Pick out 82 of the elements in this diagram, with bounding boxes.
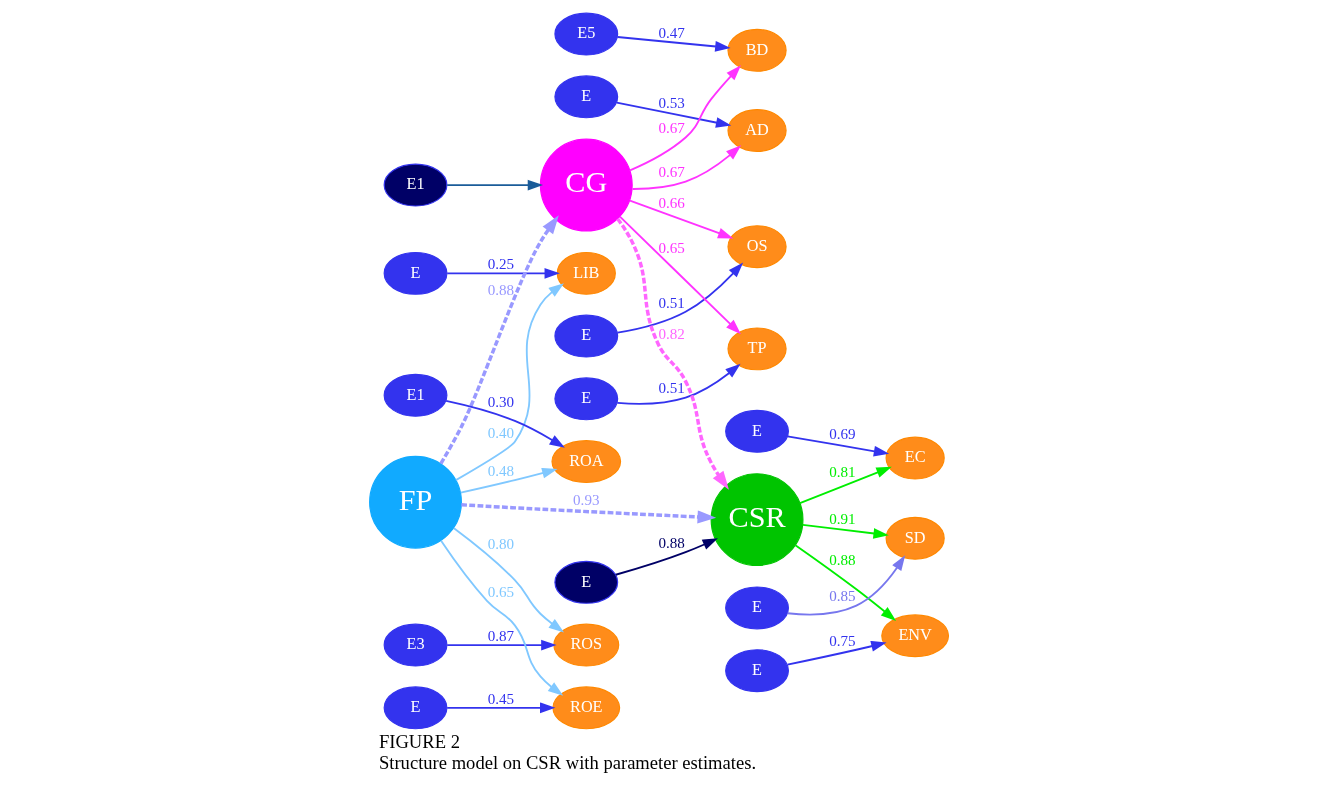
node-ellipse: EC xyxy=(885,436,945,480)
node-ellipse: E xyxy=(383,251,447,295)
node-circle: CSR xyxy=(710,473,803,567)
edge-label: 0.51 xyxy=(657,294,685,311)
node-ellipse: ROS xyxy=(552,623,619,667)
node-ellipse: ROE xyxy=(551,686,620,730)
edge-label: 0.45 xyxy=(487,690,514,707)
node-ellipse: SD xyxy=(885,516,945,560)
edge-label: 0.48 xyxy=(487,462,514,479)
arrow xyxy=(628,65,741,172)
node-ellipse: E xyxy=(724,649,789,693)
node-ellipse: E xyxy=(724,586,789,630)
node-circle: CG xyxy=(539,138,633,232)
arrow xyxy=(614,538,718,576)
node-ellipse: E1 xyxy=(383,163,447,207)
arrow xyxy=(454,283,564,482)
arrow xyxy=(794,544,896,621)
arrow xyxy=(615,101,731,128)
diagram-title: FIGURE 2 xyxy=(378,731,460,753)
arrow xyxy=(628,199,733,239)
edge-label: 0.87 xyxy=(487,627,514,644)
node-ellipse: AD xyxy=(726,109,787,152)
arrow xyxy=(631,145,741,190)
edge-label: 0.67 xyxy=(657,120,685,137)
edge-label: 0.81 xyxy=(828,464,856,481)
edge-label: 0.30 xyxy=(487,394,514,411)
node-ellipse: LIB xyxy=(556,251,616,295)
edge-label: 0.47 xyxy=(657,25,685,42)
edge-label: 0.88 xyxy=(657,534,685,551)
edge-label: 0.88 xyxy=(828,552,856,569)
edge-label: 0.65 xyxy=(657,239,685,256)
arrow xyxy=(615,363,741,405)
node-circle: FP xyxy=(368,455,462,549)
node-ellipse: E xyxy=(553,560,618,604)
arrow xyxy=(618,215,741,335)
node-ellipse: E xyxy=(553,75,618,119)
node-ellipse: E xyxy=(383,686,447,730)
edge-label: 0.85 xyxy=(828,588,856,605)
arrow xyxy=(460,503,716,524)
edge-label: 0.67 xyxy=(657,164,685,181)
arrow xyxy=(445,179,543,191)
arrow xyxy=(445,268,560,279)
arrow xyxy=(445,639,557,651)
arrow xyxy=(786,640,887,666)
edge-label: 0.51 xyxy=(657,380,685,397)
arrow xyxy=(459,467,557,494)
node-ellipse: ENV xyxy=(880,614,949,658)
edge-label: 0.88 xyxy=(487,281,514,298)
arrow xyxy=(452,527,564,633)
node-ellipse: TP xyxy=(726,327,787,371)
edge-label: 0.93 xyxy=(572,492,599,508)
edge-label: 0.80 xyxy=(487,536,514,553)
edge-label: 0.66 xyxy=(657,194,685,211)
arrow xyxy=(615,217,729,490)
edge-label: 0.53 xyxy=(657,94,685,111)
arrow xyxy=(444,399,565,448)
edge-label: 0.65 xyxy=(487,583,514,600)
arrow xyxy=(801,524,889,539)
node-ellipse: E xyxy=(553,314,618,358)
arrow xyxy=(616,262,743,334)
edge-label: 0.69 xyxy=(828,425,856,442)
edge-label: 0.91 xyxy=(828,510,856,527)
edge-label: 0.75 xyxy=(828,632,856,649)
arrow xyxy=(798,466,892,505)
node-ellipse: BD xyxy=(726,28,787,72)
node-ellipse: ROA xyxy=(550,440,621,484)
node-ellipse: E xyxy=(553,377,618,421)
arrow xyxy=(445,702,555,714)
edge-label: 0.82 xyxy=(657,325,685,342)
arrow xyxy=(438,215,559,465)
arrow xyxy=(786,435,889,457)
arrow xyxy=(616,36,731,52)
node-ellipse: OS xyxy=(726,225,787,269)
edge-label: 0.40 xyxy=(487,424,514,441)
arrow xyxy=(786,555,905,616)
arrow xyxy=(439,539,563,696)
node-ellipse: E3 xyxy=(383,623,447,667)
node-ellipse: E5 xyxy=(553,12,618,56)
node-ellipse: E xyxy=(724,409,789,453)
caption: Structure model on CSR with parameter estimates. xyxy=(378,752,756,774)
node-ellipse: E1 xyxy=(383,373,447,417)
edge-label: 0.25 xyxy=(487,256,514,273)
